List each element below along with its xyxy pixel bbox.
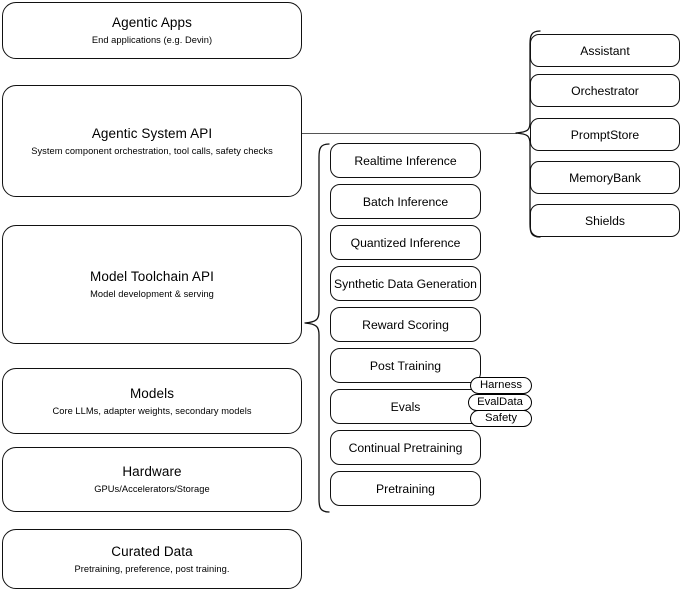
layer-block-hardware[interactable]: Hardware GPUs/Accelerators/Storage	[2, 447, 302, 512]
layer-block-agentic-system-api[interactable]: Agentic System API System component orch…	[2, 85, 302, 197]
toolchain-item-label: Realtime Inference	[354, 153, 457, 168]
toolchain-item-label: Evals	[390, 399, 421, 414]
layer-title: Agentic System API	[91, 125, 213, 141]
system-component-promptstore[interactable]: PromptStore	[530, 118, 680, 151]
system-component-label: MemoryBank	[569, 170, 641, 185]
toolchain-item-label: Continual Pretraining	[348, 440, 463, 455]
toolchain-item-continual-pretraining[interactable]: Continual Pretraining	[330, 430, 481, 465]
layer-subtitle: Pretraining, preference, post training.	[74, 563, 230, 574]
layer-block-models[interactable]: Models Core LLMs, adapter weights, secon…	[2, 368, 302, 434]
toolchain-item-label: Post Training	[369, 358, 442, 373]
system-component-label: PromptStore	[570, 127, 640, 142]
toolchain-item-batch-inference[interactable]: Batch Inference	[330, 184, 481, 219]
system-component-label: Shields	[585, 213, 625, 228]
layer-block-agentic-apps[interactable]: Agentic Apps End applications (e.g. Devi…	[2, 2, 302, 59]
system-component-orchestrator[interactable]: Orchestrator	[530, 74, 680, 107]
agentic-system-brace	[514, 30, 542, 238]
toolchain-item-pretraining[interactable]: Pretraining	[330, 471, 481, 506]
system-component-label: Assistant	[580, 43, 630, 58]
toolchain-item-label: Batch Inference	[362, 194, 449, 209]
eval-pill-label: Harness	[479, 379, 523, 391]
toolchain-item-realtime-inference[interactable]: Realtime Inference	[330, 143, 481, 178]
toolchain-item-evals[interactable]: Evals	[330, 389, 481, 424]
layer-subtitle: GPUs/Accelerators/Storage	[94, 484, 210, 494]
layer-block-model-toolchain-api[interactable]: Model Toolchain API Model development & …	[2, 225, 302, 344]
layer-title: Models	[129, 385, 175, 401]
system-component-shields[interactable]: Shields	[530, 204, 680, 237]
toolchain-item-synthetic-data-generation[interactable]: Synthetic Data Generation	[330, 266, 481, 301]
toolchain-item-label: Reward Scoring	[362, 317, 449, 332]
layer-title: Model Toolchain API	[90, 269, 214, 284]
eval-pill-harness[interactable]: Harness	[470, 377, 532, 394]
system-component-label: Orchestrator	[571, 83, 639, 98]
system-component-memorybank[interactable]: MemoryBank	[530, 161, 680, 194]
model-toolchain-brace	[303, 143, 331, 513]
eval-pill-label: EvalData	[477, 396, 523, 408]
eval-pill-safety[interactable]: Safety	[470, 410, 532, 427]
toolchain-item-reward-scoring[interactable]: Reward Scoring	[330, 307, 481, 342]
toolchain-item-label: Quantized Inference	[350, 235, 461, 250]
toolchain-item-quantized-inference[interactable]: Quantized Inference	[330, 225, 481, 260]
layer-subtitle: Model development & serving	[90, 289, 214, 299]
toolchain-item-label: Synthetic Data Generation	[334, 276, 477, 291]
layer-subtitle: Core LLMs, adapter weights, secondary mo…	[52, 405, 252, 416]
system-component-assistant[interactable]: Assistant	[530, 34, 680, 67]
toolchain-item-label: Pretraining	[376, 481, 435, 496]
layer-block-curated-data[interactable]: Curated Data Pretraining, preference, po…	[2, 529, 302, 589]
layer-title: Hardware	[122, 464, 182, 479]
toolchain-item-post-training[interactable]: Post Training	[330, 348, 481, 383]
eval-pill-label: Safety	[484, 412, 518, 424]
layer-subtitle: System component orchestration, tool cal…	[31, 145, 273, 156]
agentic-system-api-connector	[302, 133, 517, 134]
eval-pill-evaldata[interactable]: EvalData	[468, 394, 532, 411]
layer-title: Agentic Apps	[111, 15, 192, 30]
layer-title: Curated Data	[111, 543, 193, 559]
layer-subtitle: End applications (e.g. Devin)	[91, 35, 213, 45]
